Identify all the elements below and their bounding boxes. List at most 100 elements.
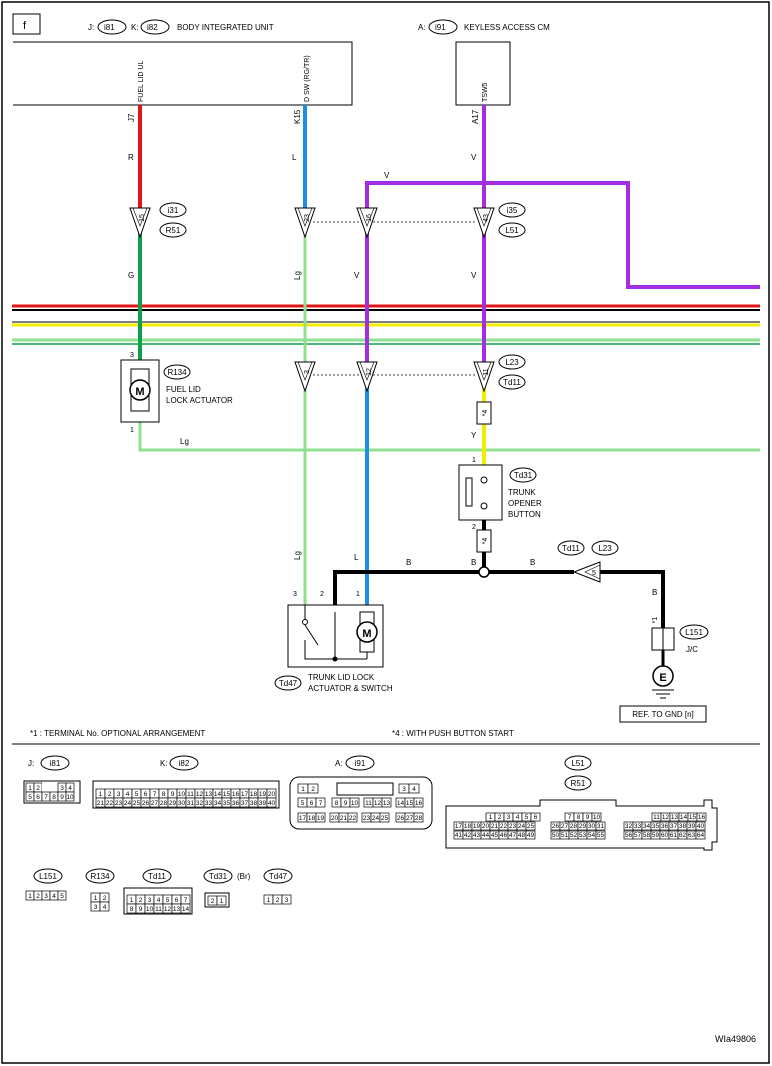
view-l51-pin: 47 xyxy=(509,832,517,839)
view-l51-pin: 58 xyxy=(643,832,651,839)
view-l51-cell xyxy=(525,821,536,831)
view-l151-pin: 3 xyxy=(44,893,48,900)
view-l51-pin: 38 xyxy=(679,823,687,830)
view-td11-pin: 9 xyxy=(139,906,143,913)
label-r134: R134 xyxy=(167,368,187,377)
view-l51-pin: 55 xyxy=(597,832,605,839)
switch-common xyxy=(304,640,367,660)
view-i91-pin: 5 xyxy=(301,800,305,807)
view-l51-pin: 10 xyxy=(593,814,601,821)
view-i82-pin: 38 xyxy=(250,800,258,807)
wire-label-v4: V xyxy=(471,271,477,280)
oval-td11 xyxy=(498,374,526,390)
connector-triangle-15: 15 xyxy=(129,207,151,239)
view-l51-label: L51 xyxy=(571,759,585,768)
view-i82-pin: 35 xyxy=(223,800,231,807)
view-i82-label: i82 xyxy=(179,759,190,768)
view-i82-pin: 36 xyxy=(232,800,240,807)
view-l51-housing xyxy=(445,799,718,851)
internal-junction xyxy=(332,656,338,662)
view-l51-pin: 36 xyxy=(661,823,669,830)
view-i82-pin: 29 xyxy=(169,800,177,807)
view-i82-pin: 18 xyxy=(250,791,258,798)
star1-label: *1 xyxy=(652,617,659,624)
view-td11-pin: 14 xyxy=(182,906,190,913)
connector-triangle-23: 23 xyxy=(294,207,316,239)
view-i91-pin: 9 xyxy=(344,800,348,807)
view-i82-pin: 20 xyxy=(268,791,276,798)
view-l151-pin: 1 xyxy=(28,893,32,900)
ground-icon xyxy=(652,665,674,687)
connector-triangle-43: 43 xyxy=(473,207,495,239)
oval-l23-b xyxy=(591,540,619,556)
view-i91-pin: 10 xyxy=(351,800,359,807)
view-td31-pin: 1 xyxy=(220,898,224,905)
svg-text:43: 43 xyxy=(483,214,490,222)
wire-label-lg2: Lg xyxy=(180,437,189,446)
view-td31-outline xyxy=(204,892,230,908)
view-i82-pin: 7 xyxy=(153,791,157,798)
view-l51-pin: 52 xyxy=(570,832,578,839)
view-td11-pin: 5 xyxy=(166,897,170,904)
view-i81-pin: 7 xyxy=(44,794,48,801)
view-i82-pin: 33 xyxy=(205,800,213,807)
view-td31-label: Td31 xyxy=(209,872,228,881)
wire-label-y: Y xyxy=(471,431,477,440)
wire-label-b2: B xyxy=(471,558,476,567)
connector-triangle-11: 11 xyxy=(473,361,495,393)
view-l51-pin: 30 xyxy=(588,823,596,830)
view-td11-pin: 11 xyxy=(155,906,162,913)
oval-r51 xyxy=(159,222,187,238)
oval-td11-b xyxy=(557,540,585,556)
view-td11-outline xyxy=(123,887,193,915)
wire-violet-loop xyxy=(365,181,760,289)
view-td11-label: Td11 xyxy=(148,872,166,881)
svg-text:3: 3 xyxy=(304,370,311,374)
view-i91-pin: 22 xyxy=(349,815,357,822)
view-l51-pin: 49 xyxy=(527,832,535,839)
view-i82-pin: 21 xyxy=(97,800,105,807)
view-l51-pin: 2 xyxy=(498,814,502,821)
view-i82-pin: 32 xyxy=(196,800,204,807)
view-i91-pin: 16 xyxy=(415,800,423,807)
i82-oval xyxy=(140,19,170,35)
splice-point xyxy=(478,566,490,578)
view-i91-oval xyxy=(345,755,375,771)
view-i82-pin: 3 xyxy=(117,791,121,798)
ref-gnd-label: REF. TO GND [n] xyxy=(632,710,694,719)
oval-td31 xyxy=(509,467,537,483)
trunk-motor-icon xyxy=(356,621,378,643)
view-l51-pin: 13 xyxy=(671,814,679,821)
wire-black-main xyxy=(333,570,574,605)
wire-label-r: R xyxy=(128,153,134,162)
view-l151-pin: 4 xyxy=(52,893,56,900)
view-i82-pin: 23 xyxy=(115,800,123,807)
view-l51-pin: 31 xyxy=(597,823,605,830)
view-i91-cell xyxy=(413,797,424,808)
view-i91-latch xyxy=(336,782,394,796)
pin-1-trunk: 1 xyxy=(356,591,360,598)
view-l51-pin: 35 xyxy=(652,823,660,830)
view-td47-cell xyxy=(281,894,292,905)
view-l51-pin: 50 xyxy=(552,832,560,839)
view-l51-cell xyxy=(591,812,602,822)
svg-text:16: 16 xyxy=(366,214,373,222)
view-i81-pin: 5 xyxy=(28,794,32,801)
view-i91-pin: 7 xyxy=(319,800,323,807)
view-l51-pin: 60 xyxy=(661,832,669,839)
view-l51-pin: 25 xyxy=(527,823,535,830)
view-l51-pin: 37 xyxy=(670,823,678,830)
view-i91-cell xyxy=(315,797,326,808)
note-1: *1 : TERMINAL No. OPTIONAL ARRANGEMENT xyxy=(30,729,205,738)
connector-triangle-12: 12 xyxy=(356,361,378,393)
view-r51-oval xyxy=(564,775,592,791)
view-td11-pin: 6 xyxy=(175,897,179,904)
view-td47-label: Td47 xyxy=(269,872,288,881)
view-i81-outline xyxy=(23,780,81,804)
view-i82-pin: 17 xyxy=(241,791,249,798)
wire-label-l2: L xyxy=(354,553,359,562)
